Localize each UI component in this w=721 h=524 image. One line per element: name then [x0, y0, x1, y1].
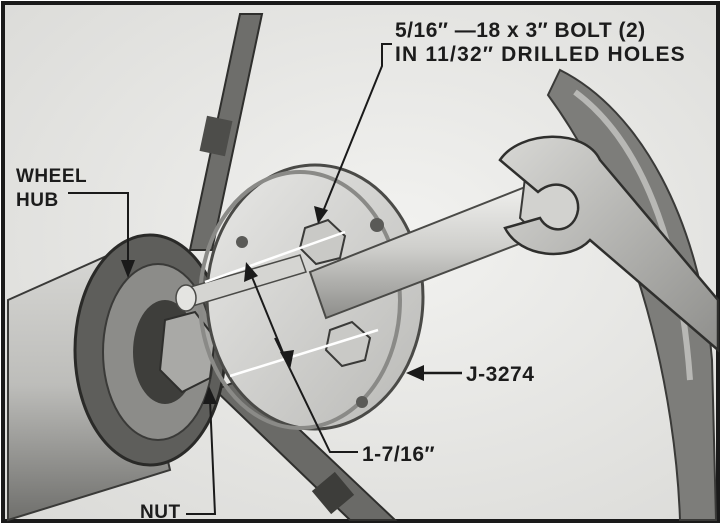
bolt-head-lower	[324, 320, 372, 368]
wheel-hub-label-line1: WHEEL	[16, 166, 88, 187]
tool-number-label: J-3274	[466, 363, 535, 386]
plate-hole-top-left	[236, 236, 248, 248]
dimension-line	[249, 271, 287, 361]
bolt-spec-label-line2: IN 11/32″ DRILLED HOLES	[395, 43, 686, 66]
nut-label: NUT	[140, 502, 181, 523]
wheel-hub-leader-arrow	[121, 260, 135, 278]
dimension-extension-lower	[229, 328, 379, 378]
open-end-wrench	[498, 135, 720, 353]
tool-leader-arrow	[406, 365, 424, 381]
nut-leader-arrow	[203, 386, 217, 404]
bolt-leader-arrow	[314, 206, 328, 224]
wheel-hub-leader-line	[68, 192, 129, 264]
plate-hole-bottom	[356, 396, 368, 408]
dimension-arrow-top	[244, 262, 258, 282]
bolt-leader-line	[321, 43, 392, 215]
steering-wheel-rim-highlight	[573, 89, 693, 381]
lower-spoke-band	[311, 471, 355, 515]
plate-hole-top-right	[370, 218, 384, 232]
bolt-spec-label-line1: 5/16″ —18 x 3″ BOLT (2)	[395, 19, 646, 42]
nut-leader-line	[186, 399, 217, 515]
bolt-tip	[175, 284, 197, 312]
dimension-leader-line	[274, 337, 358, 453]
wheel-hub-label-line2: HUB	[16, 190, 59, 211]
puller-plate	[205, 163, 425, 431]
dimension-label: 1-7/16″	[362, 443, 436, 466]
upper-spoke-band	[199, 115, 233, 157]
dimension-extension-upper	[204, 230, 346, 284]
